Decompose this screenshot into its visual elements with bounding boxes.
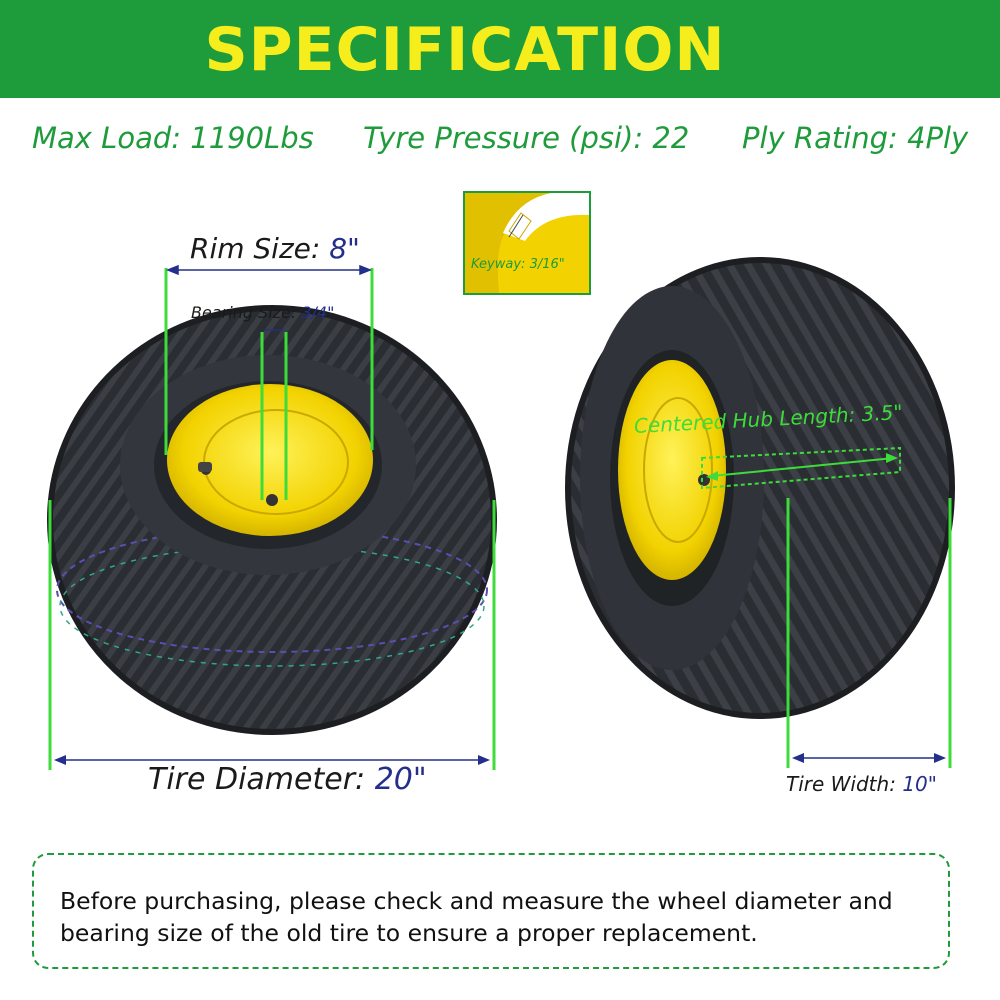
max-load-label: Max Load: <box>32 121 182 155</box>
spec-max-load: Max Load: 1190Lbs <box>32 118 314 158</box>
page-title: SPECIFICATION <box>204 15 726 85</box>
tire-width-marker <box>786 498 952 768</box>
purchase-note-box: Before purchasing, please check and meas… <box>32 853 950 969</box>
hub-length-value: 3.5" <box>860 399 904 427</box>
purchase-note-text: Before purchasing, please check and meas… <box>60 887 893 947</box>
rim-size-arrow <box>165 264 373 276</box>
keyway-label-group: Keyway: 3/16" <box>471 257 565 272</box>
left-tire <box>47 305 497 735</box>
rim-size-marker <box>164 268 374 500</box>
rim-size-label-group: Rim Size: 8" <box>190 232 360 265</box>
right-rim <box>618 360 726 580</box>
hub-length-marker <box>701 446 901 490</box>
spec-ply-rating: Ply Rating: 4Ply <box>742 118 968 158</box>
keyway-label: Keyway: <box>471 257 526 272</box>
ply-rating-label: Ply Rating: <box>742 121 898 155</box>
tire-diameter-value: 20" <box>374 762 427 797</box>
max-load-value: 1190Lbs <box>190 121 314 155</box>
tire-width-label-group: Tire Width: 10" <box>786 772 937 796</box>
right-tire <box>565 257 955 719</box>
rim-size-label: Rim Size: <box>190 232 321 265</box>
tyre-pressure-value: 22 <box>652 121 690 155</box>
bearing-size-value: 3/4" <box>301 303 335 322</box>
spec-tyre-pressure: Tyre Pressure (psi): 22 <box>363 118 689 158</box>
header-banner: SPECIFICATION <box>0 0 1000 98</box>
bearing-size-label: Bearing Size: <box>191 303 297 322</box>
keyway-inset: Keyway: 3/16" <box>463 191 591 295</box>
keyway-value: 3/16" <box>529 257 565 272</box>
rim-size-value: 8" <box>329 232 360 265</box>
tire-diameter-label-group: Tire Diameter: 20" <box>148 762 427 797</box>
keyway-icon <box>465 193 589 293</box>
tire-diameter-label: Tire Diameter: <box>148 762 366 797</box>
tire-diameter-marker <box>48 500 496 770</box>
tire-width-value: 10" <box>902 772 937 796</box>
bearing-size-label-group: Bearing Size: 3/4" <box>191 303 334 322</box>
tire-width-label: Tire Width: <box>786 772 896 796</box>
tyre-pressure-label: Tyre Pressure (psi): <box>363 121 644 155</box>
ply-rating-value: 4Ply <box>907 121 969 155</box>
